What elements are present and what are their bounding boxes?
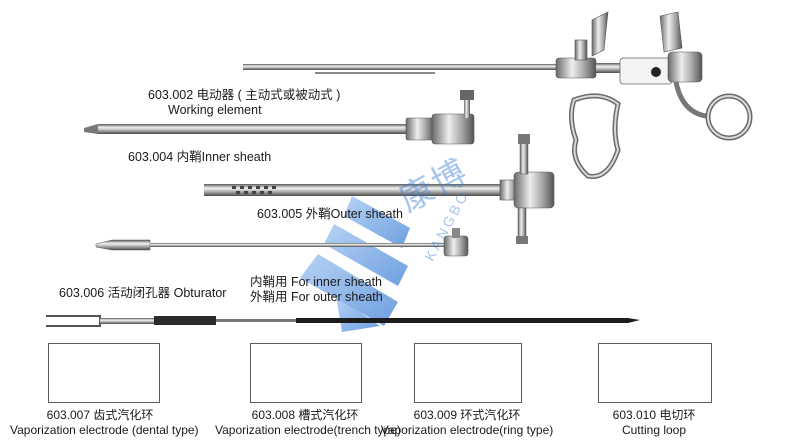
electrode-code-trench: 603.008 槽式汽化环 [251,408,359,422]
electrode-code-ring: 603.009 环式汽化环 [413,408,521,422]
working-element-label: 603.002 电动器 ( 主动式或被动式 ) Working element [148,88,340,118]
electrode-code-dental: 603.007 齿式汽化环 [46,408,154,422]
electrode-box-trench [250,343,362,403]
working-element-illustration [243,11,753,179]
electrode-name-ring: Vaporization electrode(ring type) [380,423,554,437]
electrode-box-dental [48,343,160,403]
electrode-box-ring [414,343,522,403]
inner-sheath-label: 603.004 内鞘Inner sheath [128,150,272,164]
outer-sheath-illustration [204,134,555,244]
electrode-caption-cutting: 603.010 电切环 Cutting loop [572,408,736,438]
inner-sheath-illustration [84,90,475,145]
for-inner-sheath-label: 内鞘用 For inner sheath [250,275,382,289]
electrode-caption-ring: 603.009 环式汽化环 Vaporization electrode(rin… [377,408,557,438]
electrode-name-dental: Vaporization electrode (dental type) [10,423,199,437]
electrode-rod-illustration [46,315,640,327]
obturator-label: 603.006 活动闭孔器 Obturator [59,286,227,300]
obturator-illustration [95,228,469,257]
electrode-box-cutting [598,343,712,403]
electrode-caption-dental: 603.007 齿式汽化环 Vaporization electrode (de… [10,408,199,438]
working-element-code: 603.002 电动器 ( 主动式或被动式 ) [148,88,341,102]
working-element-name: Working element [168,103,262,117]
for-outer-sheath-label: 外鞘用 For outer sheath [250,290,383,304]
outer-sheath-label: 603.005 外鞘Outer sheath [257,207,403,221]
electrode-name-trench: Vaporization electrode(trench type) [215,423,401,437]
electrode-name-cutting: Cutting loop [621,423,687,437]
electrode-caption-trench: 603.008 槽式汽化环 Vaporization electrode(tre… [215,408,401,438]
electrode-code-cutting: 603.010 电切环 [612,408,696,422]
